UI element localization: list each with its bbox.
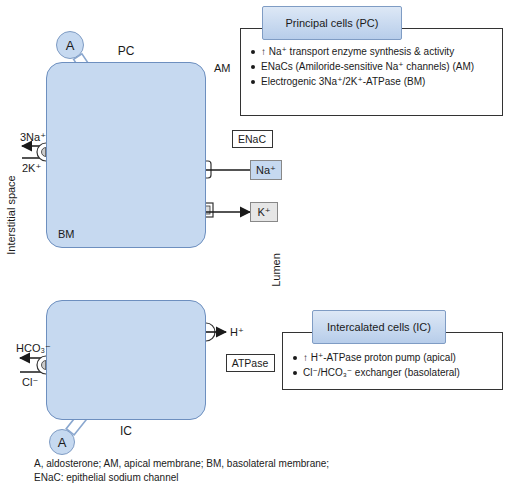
hormone-circle: A	[49, 429, 75, 455]
cell-label: PC	[47, 44, 205, 58]
membrane-label: BM	[58, 228, 75, 240]
channel-tag: ENaC	[232, 130, 273, 148]
h-efflux-arrow	[198, 331, 226, 333]
bullet-text: ENaCs (Amiloride-sensitive Na⁺ channels)…	[261, 60, 474, 73]
footnote: A, aldosterone; AM, apical membrane; BM,…	[34, 458, 329, 469]
cell-label: IC	[47, 424, 205, 438]
signal-arrow	[118, 337, 194, 372]
bullet-text: ↑ H⁺-ATPase proton pump (apical)	[303, 351, 456, 364]
exchanger-core	[42, 361, 51, 370]
node-text: A	[66, 38, 75, 53]
node-text: Intercalated cells (IC)	[327, 321, 431, 333]
bullet-item: ↑ H⁺-ATPase proton pump (apical)	[291, 351, 496, 364]
ion-flux-line	[160, 169, 250, 171]
signal-arrow	[60, 365, 118, 372]
header-box: Intercalated cells (IC)	[312, 310, 446, 344]
bullet-box: ↑ H⁺-ATPase proton pump (apical) Cl⁻/HCO₃…	[282, 332, 503, 390]
pump-tag: ATPase	[226, 354, 275, 372]
intercalated-cell: IC	[46, 300, 206, 420]
signal-arrow	[120, 121, 190, 160]
node-text: ATPase	[232, 357, 269, 369]
signal-arrow	[60, 121, 120, 148]
bullet-text: Electrogenic 3Na⁺/2K⁺-ATPase (BM)	[261, 75, 425, 88]
pump-mark	[45, 148, 46, 156]
membrane-label: AM	[214, 62, 231, 74]
node-text: Na⁺	[256, 164, 276, 177]
ion-label: H⁺	[230, 326, 244, 339]
ion-box: Na⁺	[250, 160, 282, 180]
footnote: ENaC: epithelial sodium channel	[34, 472, 179, 483]
k-channel	[199, 203, 213, 217]
region-label: Interstitial space	[5, 175, 17, 254]
bullet-item: ENaCs (Amiloride-sensitive Na⁺ channels)…	[249, 60, 496, 73]
bullet-dot	[251, 50, 255, 54]
node-text: Principal cells (PC)	[286, 17, 379, 29]
cl-hco3-exchanger	[37, 356, 55, 374]
hormone-circle: A	[56, 31, 84, 59]
header-box: Principal cells (PC)	[262, 6, 402, 40]
bullet-dot	[251, 80, 255, 84]
ion-label: 2K⁺	[22, 162, 41, 175]
bullet-item: Cl⁻/HCO₃⁻ exchanger (basolateral)	[291, 366, 496, 379]
hormone-arrow	[74, 54, 121, 120]
node-text: A	[58, 435, 67, 450]
bullet-dot	[293, 356, 297, 360]
ion-label: Cl⁻	[22, 376, 38, 389]
ion-flux-arrow	[166, 212, 250, 213]
hormone-arrow	[66, 372, 118, 435]
bullet-text: Cl⁻/HCO₃⁻ exchanger (basolateral)	[303, 366, 460, 379]
region-label: Lumen	[270, 253, 282, 287]
bullet-item: ↑ Na⁺ transport enzyme synthesis & activ…	[249, 45, 496, 58]
ion-box: K⁺	[250, 202, 278, 222]
ion-label: HCO₃⁻	[16, 342, 51, 355]
bullet-box: ↑ Na⁺ transport enzyme synthesis & activ…	[240, 28, 503, 116]
principal-cell: PC	[46, 62, 206, 248]
bullet-dot	[251, 65, 255, 69]
na-k-pump	[37, 143, 55, 161]
ion-flux-arrow	[160, 170, 250, 171]
node-text: K⁺	[257, 206, 270, 219]
hormone-arrow-shape	[74, 54, 121, 120]
bullet-text: ↑ Na⁺ transport enzyme synthesis & activ…	[261, 45, 454, 58]
bullet-dot	[293, 371, 297, 375]
pump-core	[42, 148, 51, 157]
node-text: ENaC	[238, 133, 266, 145]
exchanger-mark	[45, 361, 46, 369]
ion-label: 3Na⁺	[20, 131, 46, 144]
ion-flux-line	[166, 211, 250, 213]
hormone-arrow-shape	[66, 372, 118, 435]
bullet-item: Electrogenic 3Na⁺/2K⁺-ATPase (BM)	[249, 75, 496, 88]
